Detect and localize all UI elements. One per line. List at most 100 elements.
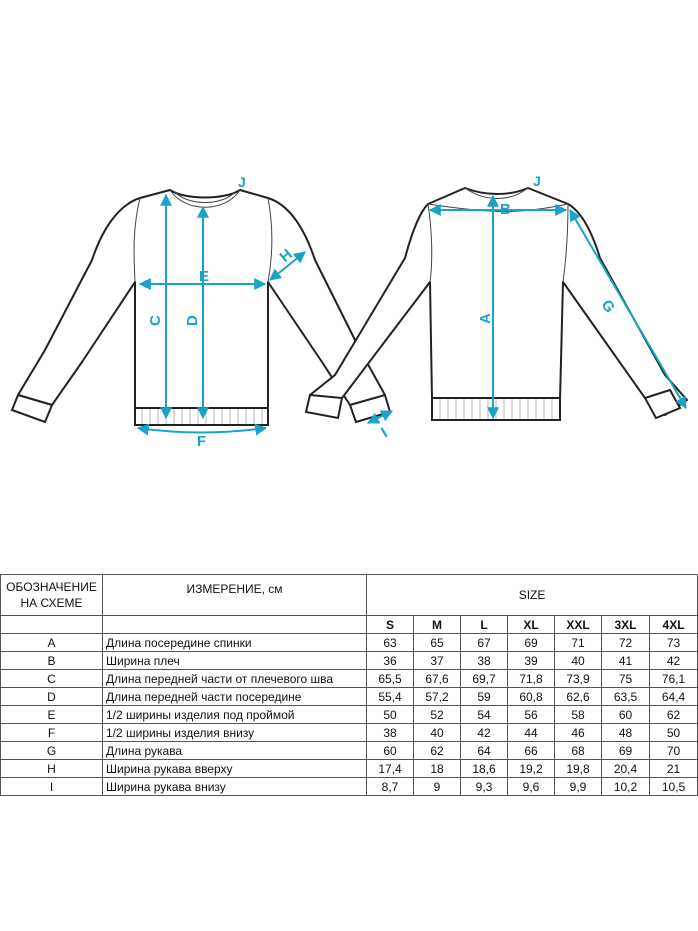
row-value: 17,4: [366, 759, 414, 778]
label-a: A: [477, 313, 494, 324]
row-measure-name: Длина посередине спинки: [102, 633, 367, 652]
row-value: 18,6: [460, 759, 508, 778]
row-value: 50: [366, 705, 414, 724]
size-m: M: [413, 615, 461, 634]
row-code: A: [0, 633, 103, 652]
row-value: 63,5: [601, 687, 650, 706]
label-c: C: [147, 315, 164, 326]
header-code-line2: НА СХЕМЕ: [20, 596, 83, 610]
row-code: E: [0, 705, 103, 724]
label-e: E: [199, 268, 209, 285]
label-i: I: [378, 424, 390, 441]
row-value: 73,9: [554, 669, 602, 688]
size-table: ОБОЗНАЧЕНИЕ НА СХЕМЕ ИЗМЕРЕНИЕ, см SIZE …: [0, 574, 698, 796]
row-value: 48: [601, 723, 650, 742]
row-code: C: [0, 669, 103, 688]
header-code-line1: ОБОЗНАЧЕНИЕ: [6, 580, 97, 594]
size-s: S: [366, 615, 414, 634]
row-measure-name: Ширина плеч: [102, 651, 367, 670]
row-code: H: [0, 759, 103, 778]
row-value: 19,2: [507, 759, 555, 778]
row-code: B: [0, 651, 103, 670]
row-value: 52: [413, 705, 461, 724]
row-value: 8,7: [366, 777, 414, 796]
back-view: A B G J: [304, 173, 688, 421]
row-value: 36: [366, 651, 414, 670]
row-code: G: [0, 741, 103, 760]
row-value: 21: [648, 759, 698, 778]
label-b: B: [500, 201, 511, 218]
row-value: 63: [366, 633, 414, 652]
row-value: 71: [554, 633, 602, 652]
row-value: 60: [366, 741, 414, 760]
row-value: 19,8: [554, 759, 602, 778]
row-value: 65: [413, 633, 461, 652]
row-value: 20,4: [601, 759, 650, 778]
row-value: 44: [507, 723, 555, 742]
row-value: 42: [648, 651, 698, 670]
row-value: 73: [648, 633, 698, 652]
row-measure-name: Длина рукава: [102, 741, 367, 760]
row-measure-name: Ширина рукава внизу: [102, 777, 367, 796]
row-value: 39: [507, 651, 555, 670]
row-value: 50: [648, 723, 698, 742]
row-measure-name: 1/2 ширины изделия внизу: [102, 723, 367, 742]
row-value: 38: [460, 651, 508, 670]
row-value: 56: [507, 705, 555, 724]
row-value: 70: [648, 741, 698, 760]
row-value: 62,6: [554, 687, 602, 706]
row-value: 69: [601, 741, 650, 760]
row-value: 69: [507, 633, 555, 652]
size-l: L: [460, 615, 508, 634]
row-value: 59: [460, 687, 508, 706]
row-value: 55,4: [366, 687, 414, 706]
row-value: 37: [413, 651, 461, 670]
row-value: 64: [460, 741, 508, 760]
size-3xl: 3XL: [601, 615, 650, 634]
row-value: 68: [554, 741, 602, 760]
table-sizes-row: S M L XL XXL 3XL 4XL: [0, 615, 698, 634]
table-header-row: ОБОЗНАЧЕНИЕ НА СХЕМЕ ИЗМЕРЕНИЕ, см SIZE: [0, 574, 698, 616]
row-value: 58: [554, 705, 602, 724]
row-value: 9,9: [554, 777, 602, 796]
row-value: 75: [601, 669, 650, 688]
row-value: 57,2: [413, 687, 461, 706]
row-value: 64,4: [648, 687, 698, 706]
row-value: 40: [554, 651, 602, 670]
sweatshirt-diagram: C D E F H I J A B G J: [10, 173, 688, 450]
row-code: I: [0, 777, 103, 796]
label-f: F: [197, 433, 206, 450]
row-measure-name: Ширина рукава вверху: [102, 759, 367, 778]
row-measure-name: 1/2 ширины изделия под проймой: [102, 705, 367, 724]
label-d: D: [184, 315, 201, 326]
row-value: 38: [366, 723, 414, 742]
label-j-back: J: [533, 173, 541, 189]
row-value: 9: [413, 777, 461, 796]
row-value: 76,1: [648, 669, 698, 688]
row-value: 60: [601, 705, 650, 724]
row-value: 62: [648, 705, 698, 724]
row-value: 18: [413, 759, 461, 778]
row-code: F: [0, 723, 103, 742]
size-xxl: XXL: [554, 615, 602, 634]
row-value: 67: [460, 633, 508, 652]
row-value: 41: [601, 651, 650, 670]
size-4xl: 4XL: [648, 615, 698, 634]
row-value: 72: [601, 633, 650, 652]
row-value: 10,5: [648, 777, 698, 796]
row-value: 69,7: [460, 669, 508, 688]
row-value: 10,2: [601, 777, 650, 796]
row-value: 65,5: [366, 669, 414, 688]
size-xl: XL: [507, 615, 555, 634]
row-value: 67,6: [413, 669, 461, 688]
row-value: 9,3: [460, 777, 508, 796]
